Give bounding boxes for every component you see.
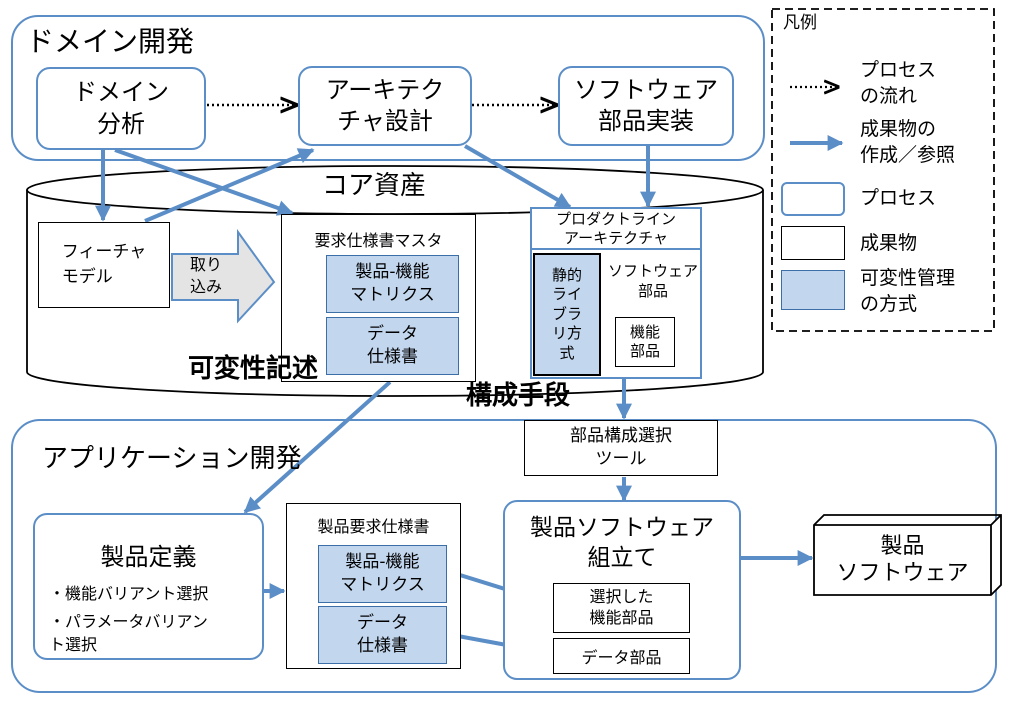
- tool-label: 部品構成選択 ツール: [570, 426, 672, 469]
- data-parts-box[interactable]: データ部品: [553, 638, 690, 674]
- legend-artifact-ref-label: 成果物の 作成／参照: [860, 118, 956, 166]
- func-part-label: 機能 部品: [629, 322, 660, 361]
- core-matrix-box[interactable]: 製品-機能 マトリクス: [326, 255, 459, 313]
- app-title: アプリケーション開発: [42, 444, 302, 474]
- func-part-box[interactable]: 機能 部品: [615, 317, 675, 367]
- app-data-spec-label: データ 仕様書: [357, 613, 408, 656]
- variability-desc-label: 可変性記述: [188, 354, 319, 384]
- static-lib-label: 静的 ライ ブラ リ方 式: [551, 265, 582, 362]
- software-implementation-label: ソフトウェア 部品実装: [574, 75, 718, 135]
- legend-artifact-swatch: [781, 226, 845, 260]
- product-req-label: 製品要求仕様書: [317, 517, 430, 536]
- architecture-design-process[interactable]: アーキテク チャ設計: [298, 66, 472, 146]
- pla-box[interactable]: プロダクトライン アーキテクチャ: [530, 207, 702, 250]
- legend-process-label: プロセス: [860, 187, 937, 209]
- legend-variability-label: 可変性管理 の方式: [860, 267, 956, 315]
- domain-analysis-process[interactable]: ドメイン 分析: [36, 67, 206, 150]
- software-implementation-process[interactable]: ソフトウェア 部品実装: [558, 66, 734, 146]
- product-def-label: 製品定義: [100, 543, 197, 571]
- data-parts-label: データ部品: [581, 648, 662, 667]
- req-master-label: 要求仕様書マスタ: [314, 231, 443, 250]
- bullet-feature-variant: ・機能バリアント選択: [49, 584, 209, 603]
- sw-parts-label: ソフトウェア 部品: [607, 262, 698, 300]
- feature-model-label: フィーチャ モデル: [61, 241, 147, 288]
- product-def-process[interactable]: 製品定義 ・機能バリアント選択 ・パラメータバリアン ト選択: [33, 513, 264, 660]
- legend-variability-swatch: [781, 270, 845, 310]
- import-block-arrow: [171, 228, 276, 324]
- domain-analysis-label: ドメイン 分析: [73, 78, 169, 138]
- app-matrix-label: 製品-機能 マトリクス: [340, 552, 425, 595]
- tool-box[interactable]: 部品構成選択 ツール: [524, 420, 718, 476]
- static-lib-box[interactable]: 静的 ライ ブラ リ方 式: [533, 253, 601, 376]
- app-matrix-box[interactable]: 製品-機能 マトリクス: [318, 545, 447, 603]
- composition-label: 構成手段: [466, 381, 571, 411]
- legend-process-flow-label: プロセス の流れ: [860, 59, 937, 107]
- legend-artifact-label: 成果物: [860, 232, 918, 254]
- architecture-design-label: アーキテク チャ設計: [325, 75, 445, 135]
- product-sw-label: 製品 ソフトウェア: [836, 533, 969, 587]
- pla-label: プロダクトライン アーキテクチャ: [555, 209, 676, 247]
- product-sw-artifact[interactable]: 製品 ソフトウェア: [814, 525, 991, 595]
- core-asset-title: コア資産: [322, 171, 427, 201]
- app-data-spec-box[interactable]: データ 仕様書: [318, 606, 447, 664]
- core-matrix-label: 製品-機能 マトリクス: [350, 262, 435, 305]
- legend-title: 凡例: [783, 13, 817, 33]
- core-data-spec-label: データ 仕様書: [367, 324, 418, 367]
- core-data-spec-box[interactable]: データ 仕様書: [326, 317, 459, 375]
- bullet-param-variant: ・パラメータバリアン ト選択: [49, 612, 208, 655]
- domain-title: ドメイン開発: [26, 25, 195, 58]
- selected-parts-box[interactable]: 選択した 機能部品: [553, 583, 690, 633]
- import-label: 取り 込み: [190, 255, 223, 296]
- feature-model-artifact[interactable]: フィーチャ モデル: [38, 222, 170, 308]
- assembly-label: 製品ソフトウェア 組立て: [530, 515, 714, 571]
- legend-process-swatch: [781, 182, 845, 216]
- product-sw-box: [813, 514, 1002, 596]
- selected-parts-label: 選択した 機能部品: [589, 587, 654, 627]
